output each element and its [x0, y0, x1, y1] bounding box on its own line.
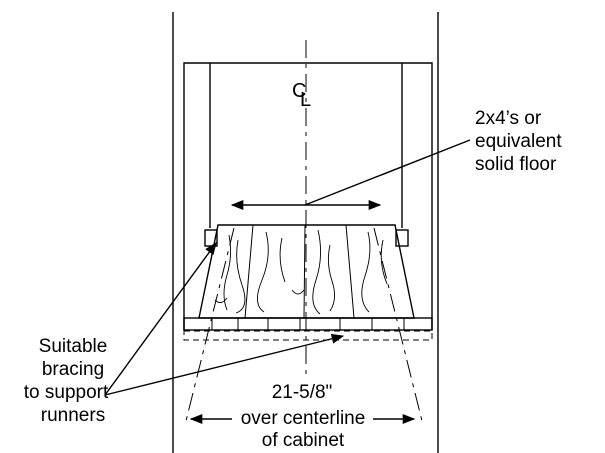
cabinet-walls — [172, 12, 439, 453]
bracing-callout-label: Suitable bracing to support runners — [24, 336, 109, 426]
opening-frame — [183, 62, 433, 330]
dimension-label: 21-5/8" over centerline of cabinet — [241, 382, 366, 451]
svg-text:21-5/8": 21-5/8" — [272, 382, 333, 403]
svg-text:C: C — [292, 80, 306, 102]
svg-text:solid floor: solid floor — [475, 154, 557, 175]
floor-callout-label: 2x4’s or equivalent solid floor — [475, 108, 562, 175]
centerline-symbol: C L — [292, 80, 311, 111]
svg-text:runners: runners — [41, 405, 105, 426]
support-runners — [183, 317, 433, 341]
svg-text:to support: to support — [24, 382, 109, 403]
svg-text:Suitable: Suitable — [39, 336, 108, 357]
svg-text:bracing: bracing — [42, 359, 104, 380]
svg-text:of cabinet: of cabinet — [262, 430, 345, 451]
floor-leader-line — [304, 139, 471, 206]
bracing-leader-arrows — [104, 241, 345, 396]
svg-text:equivalent: equivalent — [475, 131, 562, 152]
svg-text:L: L — [300, 89, 311, 111]
runner-right — [395, 229, 409, 247]
svg-text:over centerline: over centerline — [241, 408, 366, 429]
svg-text:2x4’s or: 2x4’s or — [475, 108, 542, 129]
